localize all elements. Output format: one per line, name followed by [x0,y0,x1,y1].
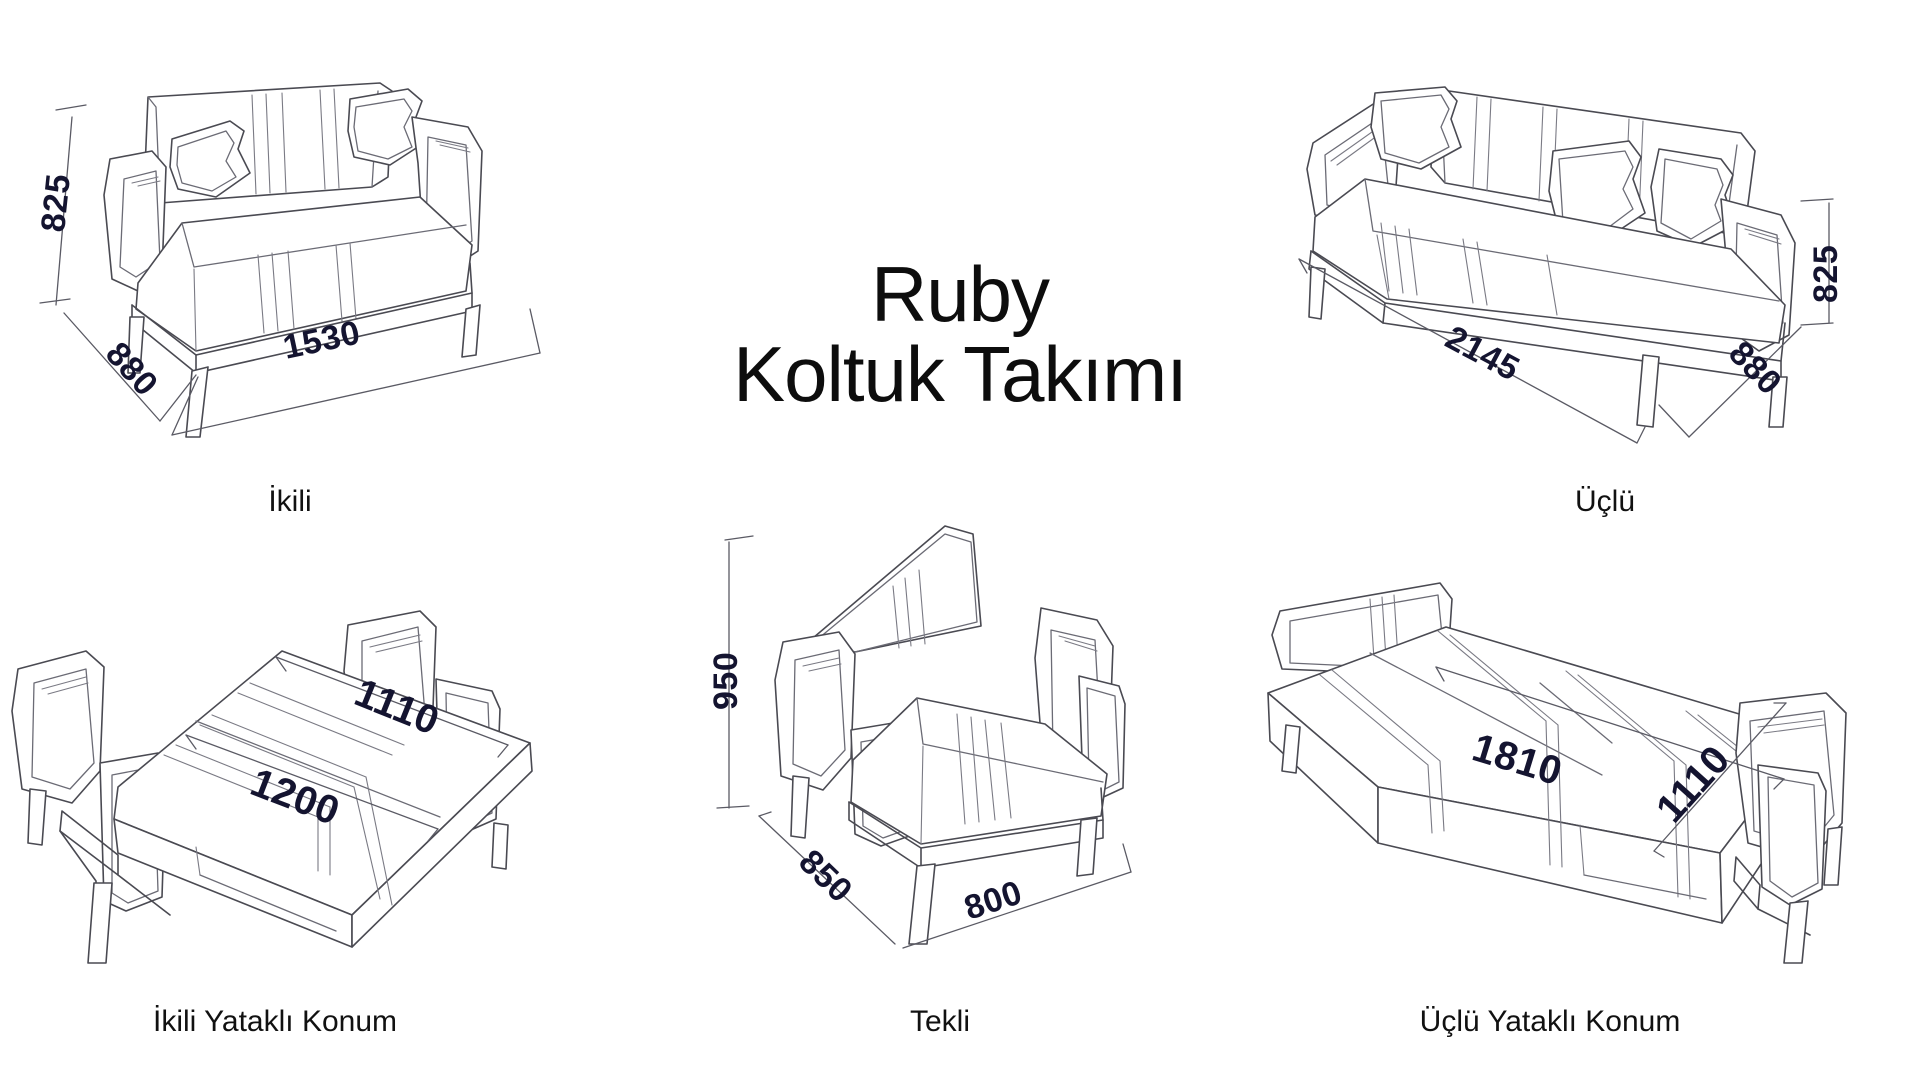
title-line-product: Koltuk Takımı [733,329,1188,418]
figure-two-seater: 825 880 1530 [20,55,580,455]
caption-three-seater: Üçlü [1574,485,1635,518]
three-seater-drawing: 2145 825 880 [1298,86,1845,444]
dimension-value-880-left: 880 [98,335,165,404]
figure-two-seater-bed: 1110 1200 [0,575,580,965]
three-seater-linework [1306,86,1796,428]
dimension-armchair-width: 800 [902,843,1132,949]
dimension-value-825-left: 825 [34,172,78,234]
title-line-brand: Ruby [870,250,1050,338]
dimension-two-seater-height: 825 [34,104,87,306]
figure-armchair: 950 850 800 [705,520,1185,950]
caption-two-seater: İkili [268,485,312,518]
figure-three-seater: 2145 825 880 [1285,55,1865,455]
two-seater-bed-drawing: 1110 1200 [11,610,533,964]
caption-armchair: Tekli [909,1005,970,1038]
dimension-value-2145: 2145 [1439,319,1525,389]
figure-three-seater-bed: 1810 1110 [1250,575,1870,965]
two-seater-linework [103,82,483,438]
armchair-linework [774,525,1126,945]
dimension-value-825-right: 825 [1807,245,1845,303]
two-seater-bed-linework [11,610,533,964]
dimension-armchair-height: 950 [707,535,754,809]
caption-three-seater-bed: Üçlü Yataklı Konum [1419,1005,1681,1038]
three-seater-bed-drawing: 1810 1110 [1267,582,1847,964]
armchair-drawing: 950 850 800 [707,525,1132,949]
dimension-value-800: 800 [960,873,1027,927]
dimension-value-950: 950 [707,652,745,710]
dimension-three-seater-height: 825 [1800,198,1845,326]
three-seater-bed-linework [1267,582,1847,964]
dimension-value-850: 850 [791,842,859,910]
page-title: Ruby Koltuk Takımı [660,250,1260,418]
two-seater-drawing: 825 880 1530 [34,82,541,438]
caption-two-seater-bed: İkili Yataklı Konum [153,1005,397,1038]
